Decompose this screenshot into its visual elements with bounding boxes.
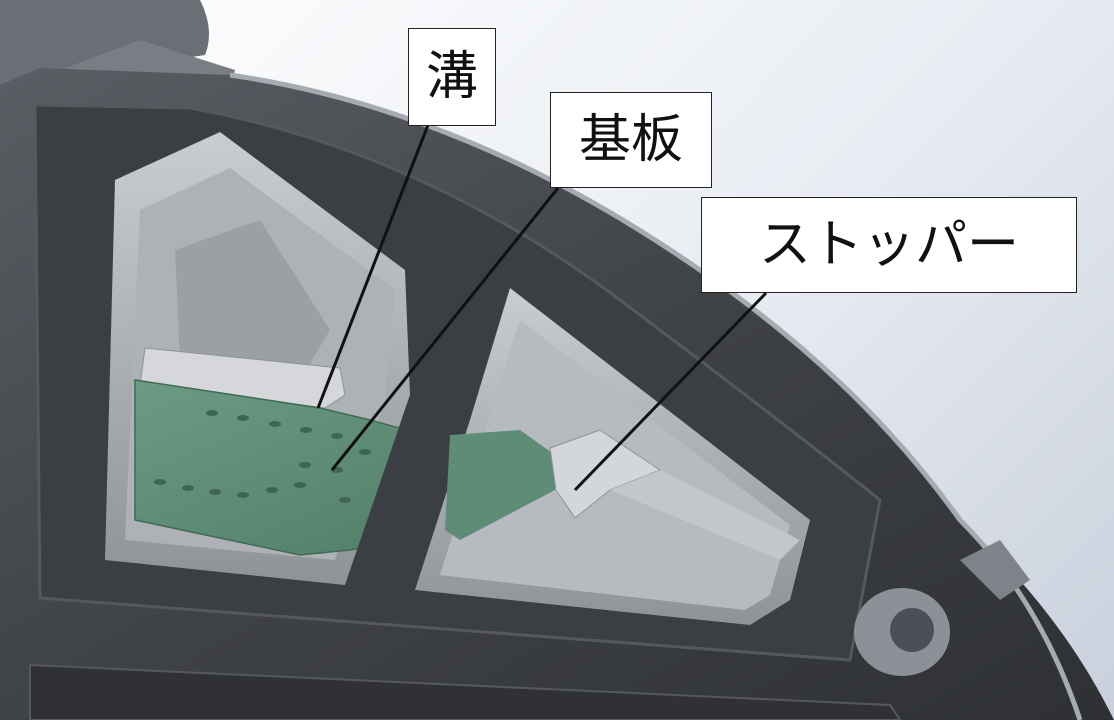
groove-ridge [139, 347, 346, 409]
label-groove: 溝 [408, 28, 496, 126]
label-board: 基板 [550, 92, 712, 188]
latch-tab [960, 540, 1030, 600]
label-stopper: ストッパー [701, 197, 1077, 293]
top-bracket [0, 0, 209, 90]
internal-structure [175, 220, 330, 380]
mount-ring-hole [890, 608, 934, 652]
window-divider [345, 275, 520, 590]
leader-line-board [330, 187, 560, 471]
lower-panel [29, 663, 902, 720]
stopper-rail [610, 470, 800, 560]
leader-line-groove [316, 124, 430, 409]
pcb-board-right [445, 430, 555, 540]
pcb-holes [154, 410, 371, 503]
leader-line-stopper [573, 291, 768, 492]
